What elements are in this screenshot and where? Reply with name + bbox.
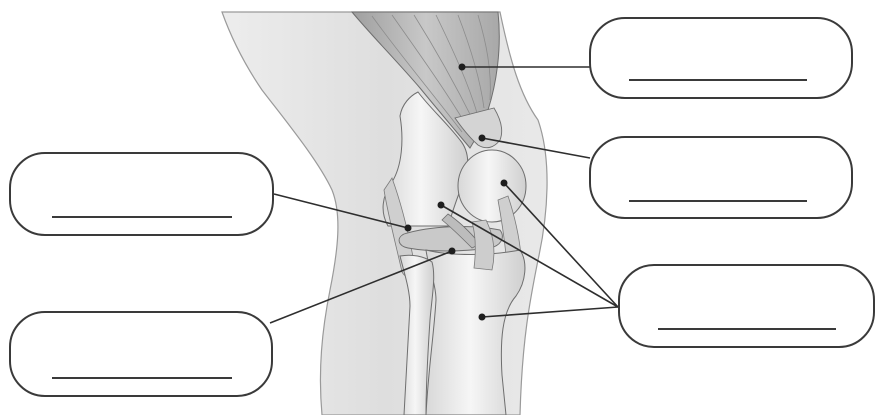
- dot-quadriceps: [459, 64, 466, 71]
- answer-line[interactable]: [629, 200, 807, 202]
- label-box-upper-left[interactable]: [9, 152, 274, 236]
- dot-tibia: [479, 314, 486, 321]
- dot-quad-tendon: [479, 135, 486, 142]
- answer-line[interactable]: [629, 79, 807, 81]
- answer-line[interactable]: [52, 216, 232, 218]
- dot-femur: [438, 202, 445, 209]
- dot-ligament: [405, 225, 412, 232]
- dot-patella: [501, 180, 508, 187]
- label-box-middle-right[interactable]: [589, 136, 853, 219]
- dot-fibula: [449, 248, 456, 255]
- label-box-lower-right[interactable]: [618, 264, 875, 348]
- label-box-lower-left[interactable]: [9, 311, 273, 397]
- patella-bone: [458, 150, 526, 222]
- label-box-top-right[interactable]: [589, 17, 853, 99]
- answer-line[interactable]: [52, 377, 232, 379]
- answer-line[interactable]: [658, 328, 836, 330]
